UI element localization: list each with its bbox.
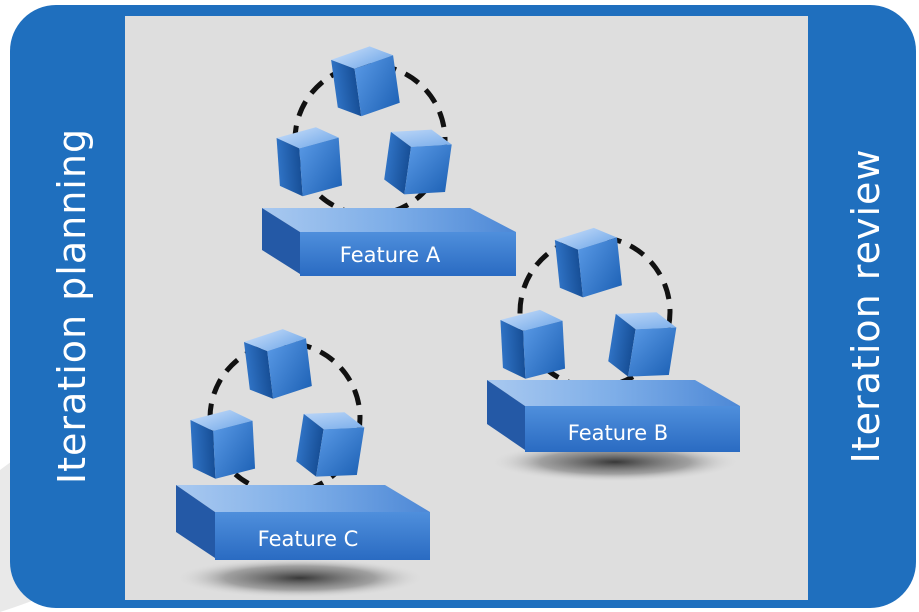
feature-a-platform-top — [262, 208, 516, 232]
feature-b-group: Feature B — [487, 225, 740, 482]
feature-c-platform-top — [176, 485, 430, 512]
feature-b-platform — [525, 406, 740, 452]
feature-a-platform — [300, 232, 516, 276]
feature-c-group: Feature C — [175, 326, 430, 598]
feature-c-left-cube — [190, 408, 256, 480]
feature-a-left-cube — [276, 125, 343, 198]
feature-a-right-cube — [382, 124, 454, 200]
feature-c-platform — [215, 512, 430, 560]
feature-c-top-cube — [243, 326, 313, 402]
feature-b-platform-top — [487, 380, 740, 406]
feature-a-label: Feature A — [340, 243, 441, 267]
feature-b-label: Feature B — [568, 421, 668, 445]
feature-a-top-cube — [330, 43, 401, 120]
feature-c-right-cube — [294, 406, 367, 483]
feature-a-group: Feature A — [262, 43, 516, 276]
feature-c-label: Feature C — [258, 527, 359, 551]
feature-b-top-cube — [554, 225, 623, 300]
feature-b-left-cube — [500, 308, 566, 380]
feature-c-shadow — [175, 558, 425, 598]
